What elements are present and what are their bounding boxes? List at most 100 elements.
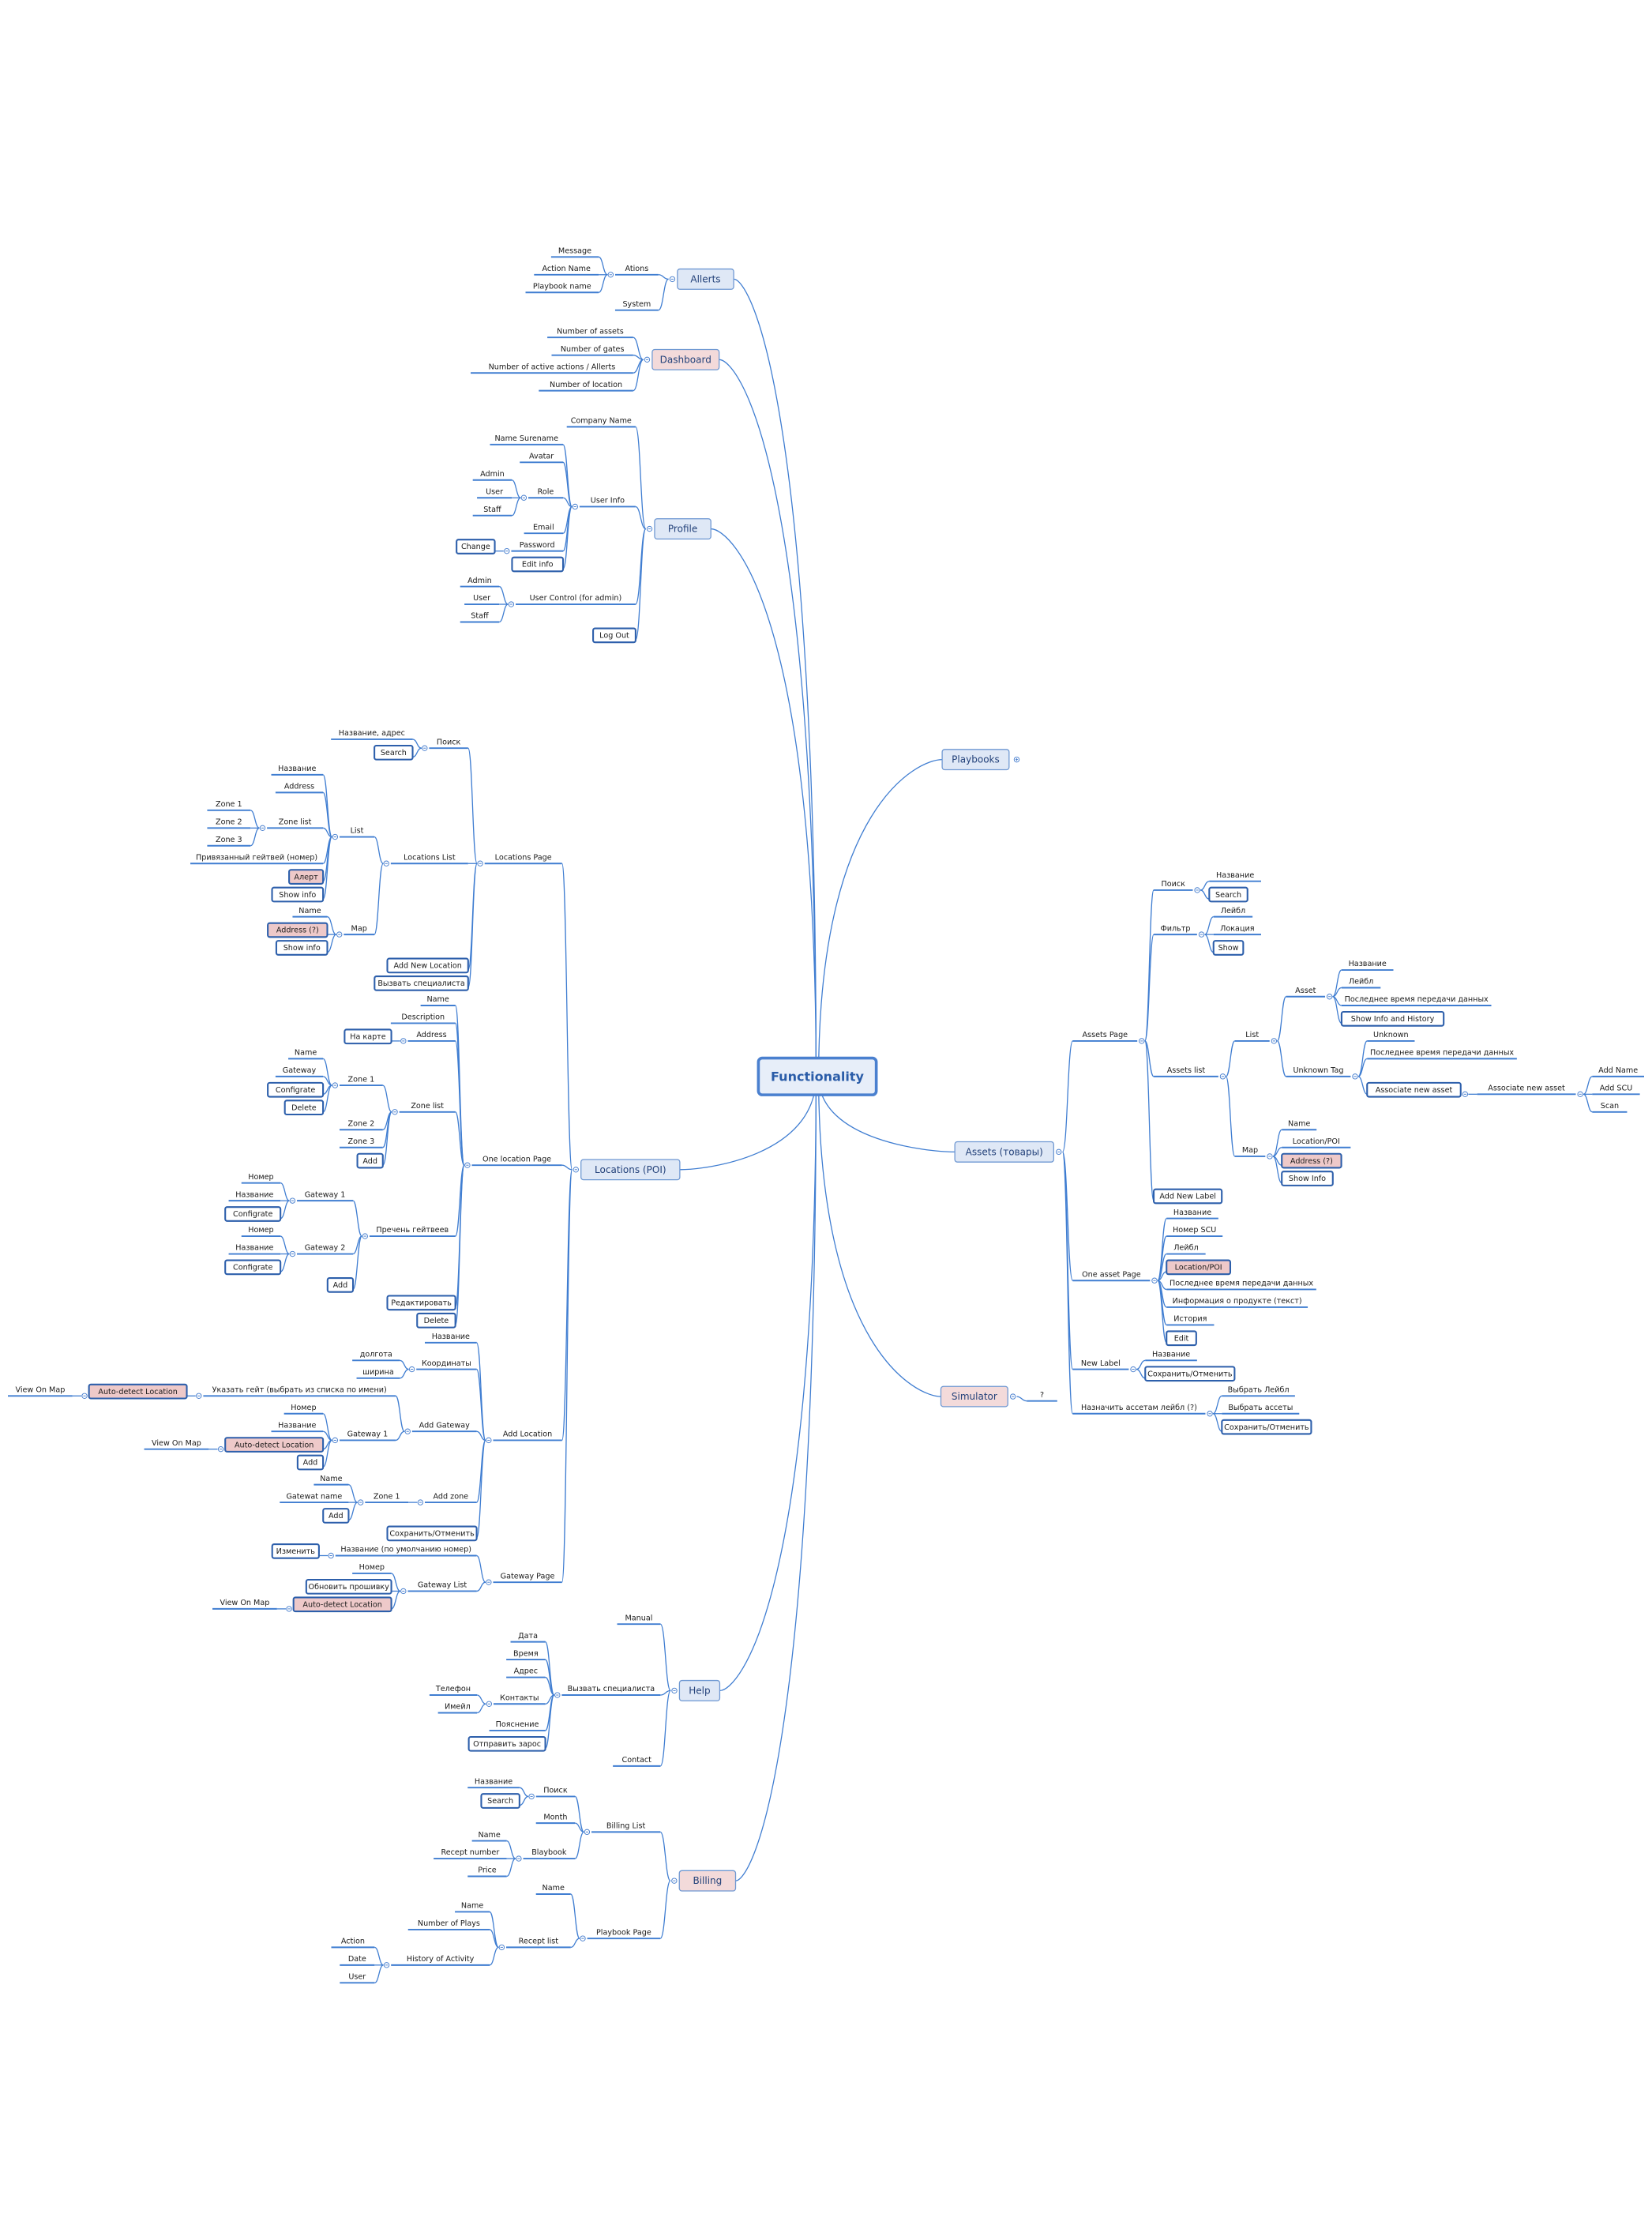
main-topic-profile[interactable]: Profile — [654, 518, 711, 540]
main-topic-assets-товары[interactable]: Assets (товары) — [954, 1141, 1054, 1163]
main-topic-box[interactable] — [580, 1159, 681, 1181]
button-box[interactable] — [288, 869, 325, 885]
main-topic-box[interactable] — [678, 1679, 721, 1701]
central-topic-box[interactable] — [757, 1056, 878, 1096]
add-new-location-button[interactable]: Add New Location — [386, 957, 469, 974]
button-box[interactable] — [356, 1152, 384, 1169]
button-box[interactable] — [271, 1543, 320, 1559]
button-box[interactable] — [267, 1081, 325, 1098]
show-info-and-history-button[interactable]: Show Info and History — [1340, 1010, 1445, 1027]
button-box[interactable] — [1153, 1188, 1223, 1205]
button-box[interactable] — [386, 957, 469, 974]
изменить-button[interactable]: Изменить — [271, 1543, 320, 1559]
button-box[interactable] — [456, 539, 496, 554]
configrate-button[interactable]: Configrate — [224, 1206, 282, 1222]
show-button[interactable]: Show — [1212, 940, 1245, 956]
button-box[interactable] — [1166, 1330, 1197, 1347]
main-topic-billing[interactable]: Billing — [678, 1870, 737, 1892]
main-topic-box[interactable] — [654, 518, 711, 540]
button-box[interactable] — [1166, 1259, 1232, 1276]
main-topic-box[interactable] — [677, 268, 734, 290]
button-box[interactable] — [416, 1312, 456, 1329]
auto-detect-location-button[interactable]: Auto-detect Location — [88, 1383, 188, 1400]
delete-button[interactable]: Delete — [283, 1099, 325, 1116]
button-box[interactable] — [592, 627, 636, 644]
button-box[interactable] — [467, 1735, 546, 1752]
button-box[interactable] — [292, 1596, 392, 1613]
button-box[interactable] — [1221, 1419, 1312, 1435]
main-topic-box[interactable] — [954, 1141, 1054, 1163]
main-topic-box[interactable] — [651, 348, 720, 370]
button-box[interactable] — [305, 1578, 392, 1595]
main-topic-simulator[interactable]: Simulator — [940, 1385, 1008, 1408]
button-box[interactable] — [480, 1793, 520, 1809]
button-box[interactable] — [1281, 1171, 1334, 1186]
search-button[interactable]: Search — [374, 744, 414, 761]
add-button[interactable]: Add — [322, 1508, 350, 1524]
button-box[interactable] — [1366, 1081, 1462, 1098]
location-poi-button[interactable]: Location/POI — [1166, 1259, 1232, 1276]
main-topic-box[interactable] — [941, 749, 1010, 771]
add-button[interactable]: Add — [296, 1454, 325, 1471]
show-info-button[interactable]: Show info — [271, 886, 325, 903]
button-box[interactable] — [374, 975, 469, 991]
button-box[interactable] — [224, 1259, 282, 1276]
отправить-зарос-button[interactable]: Отправить зарос — [467, 1735, 546, 1752]
add-button[interactable]: Add — [356, 1152, 384, 1169]
auto-detect-location-button[interactable]: Auto-detect Location — [292, 1596, 392, 1613]
configrate-button[interactable]: Configrate — [224, 1259, 282, 1276]
button-box[interactable] — [267, 922, 329, 938]
button-box[interactable] — [224, 1437, 325, 1453]
алерт-button[interactable]: Алерт — [288, 869, 325, 885]
edit-button[interactable]: Edit — [1166, 1330, 1197, 1347]
configrate-button[interactable]: Configrate — [267, 1081, 325, 1098]
button-box[interactable] — [1144, 1366, 1236, 1382]
сохранить-отменить-button[interactable]: Сохранить/Отменить — [1221, 1419, 1312, 1435]
main-topic-help[interactable]: Help — [678, 1679, 721, 1701]
button-box[interactable] — [374, 744, 414, 761]
button-box[interactable] — [386, 1295, 456, 1311]
button-box[interactable] — [275, 940, 329, 956]
search-button[interactable]: Search — [480, 1793, 520, 1809]
address-button[interactable]: Address (?) — [1281, 1152, 1342, 1169]
main-topic-playbooks[interactable]: Playbooks — [941, 749, 1010, 771]
button-box[interactable] — [1340, 1010, 1445, 1027]
обновить-прошивку-button[interactable]: Обновить прошивку — [305, 1578, 392, 1595]
main-topic-box[interactable] — [940, 1385, 1008, 1408]
button-box[interactable] — [511, 556, 565, 573]
add-button[interactable]: Add — [326, 1276, 355, 1293]
button-box[interactable] — [1281, 1152, 1342, 1169]
central-topic[interactable]: Functionality — [757, 1056, 878, 1096]
delete-button[interactable]: Delete — [416, 1312, 456, 1329]
вызвать-специалиста-button[interactable]: Вызвать специалиста — [374, 975, 469, 991]
edit-info-button[interactable]: Edit info — [511, 556, 565, 573]
button-box[interactable] — [326, 1276, 355, 1293]
main-topic-allerts[interactable]: Allerts — [677, 268, 734, 290]
address-button[interactable]: Address (?) — [267, 922, 329, 938]
button-box[interactable] — [1208, 886, 1248, 903]
button-box[interactable] — [322, 1508, 350, 1524]
auto-detect-location-button[interactable]: Auto-detect Location — [224, 1437, 325, 1453]
button-box[interactable] — [296, 1454, 325, 1471]
button-box[interactable] — [88, 1383, 188, 1400]
сохранить-отменить-button[interactable]: Сохранить/Отменить — [386, 1525, 478, 1542]
button-box[interactable] — [344, 1028, 392, 1045]
на-карте-button[interactable]: На карте — [344, 1028, 392, 1045]
button-box[interactable] — [386, 1525, 478, 1542]
сохранить-отменить-button[interactable]: Сохранить/Отменить — [1144, 1366, 1236, 1382]
search-button[interactable]: Search — [1208, 886, 1248, 903]
button-box[interactable] — [271, 886, 325, 903]
change-button[interactable]: Change — [456, 539, 496, 554]
main-topic-locations-poi[interactable]: Locations (POI) — [580, 1159, 681, 1181]
main-topic-box[interactable] — [678, 1870, 737, 1892]
button-box[interactable] — [283, 1099, 325, 1116]
button-box[interactable] — [224, 1206, 282, 1222]
button-box[interactable] — [1212, 940, 1245, 956]
редактировать-button[interactable]: Редактировать — [386, 1295, 456, 1311]
main-topic-dashboard[interactable]: Dashboard — [651, 348, 720, 370]
add-new-label-button[interactable]: Add New Label — [1153, 1188, 1223, 1205]
show-info-button[interactable]: Show Info — [1281, 1171, 1334, 1186]
associate-new-asset-button[interactable]: Associate new asset — [1366, 1081, 1462, 1098]
show-info-button[interactable]: Show info — [275, 940, 329, 956]
log-out-button[interactable]: Log Out — [592, 627, 636, 644]
